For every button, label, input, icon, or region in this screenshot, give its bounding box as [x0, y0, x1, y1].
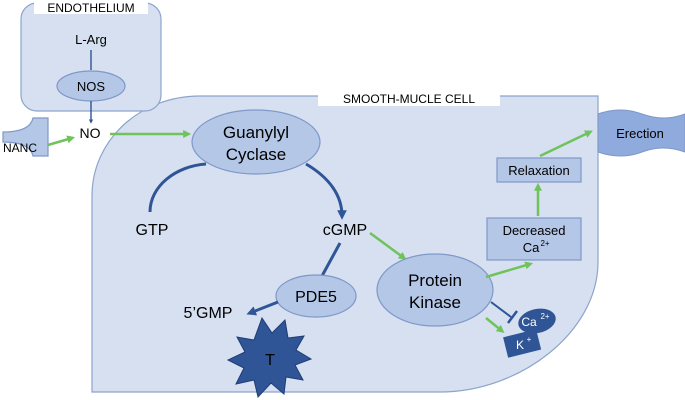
protein-kinase-label-line1: Protein	[408, 271, 462, 290]
k-channel-label: K	[516, 338, 524, 352]
t-label: T	[265, 352, 275, 369]
relaxation-label: Relaxation	[508, 163, 569, 178]
ca-channel-superscript: 2+	[540, 312, 549, 321]
k-channel-node	[503, 329, 542, 358]
nanc-label: NANC	[3, 141, 37, 155]
smooth-muscle-cell-label: SMOOTH-MUCLE CELL	[343, 92, 475, 106]
inhibition-bar	[507, 310, 518, 324]
pde5-label: PDE5	[295, 289, 337, 306]
guanylyl-cyclase-node	[191, 109, 321, 175]
cgmp-to-protein-kinase-arrow	[369, 231, 407, 260]
decreased-ca-box	[486, 217, 582, 261]
relaxation-to-erection-arrow	[539, 130, 593, 158]
pde5-to-5gmp-arrow	[246, 300, 279, 316]
gtp-to-cgmp-curve	[148, 162, 342, 216]
erection-banner	[597, 109, 685, 157]
l-arg-label: L-Arg	[75, 32, 107, 47]
ca-channel-label: Ca	[521, 315, 537, 329]
nanc-nerve-terminal	[2, 117, 49, 157]
five-gmp-label: 5’GMP	[184, 305, 233, 322]
k-channel-superscript: +	[527, 335, 532, 344]
protein-kinase-inhibits-ca-line	[490, 301, 512, 318]
protein-kinase-to-decreased-arrow	[485, 261, 534, 279]
no-label: NO	[80, 125, 101, 141]
decreased-label: Decreased	[503, 223, 566, 238]
guanylyl-cyclase-label-line2: Cyclase	[226, 145, 286, 164]
cgmp-label: cGMP	[323, 222, 367, 239]
protein-kinase-label-line2: Kinase	[409, 293, 461, 312]
endothelium-label: ENDOTHELIUM	[47, 1, 134, 15]
protein-kinase-node	[376, 253, 494, 327]
protein-kinase-to-k-arrow	[485, 317, 505, 334]
ca-channel-node	[518, 308, 556, 334]
pde5-node	[275, 274, 357, 318]
decreased-ca-superscript: 2+	[540, 239, 549, 248]
erection-label: Erection	[616, 126, 664, 141]
relaxation-box	[496, 157, 582, 183]
gtp-label: GTP	[136, 222, 169, 239]
decreased-ca-label: Ca	[523, 240, 540, 255]
smooth-muscle-cell-label-bg	[318, 88, 500, 106]
guanylyl-cyclase-label-line1: Guanylyl	[223, 123, 289, 142]
nanc-to-no-arrow	[47, 135, 76, 147]
cgmp-to-pde5-line	[320, 242, 342, 277]
t-starburst-shape	[226, 316, 313, 399]
nos-label: NOS	[77, 79, 106, 94]
endothelium-label-bg	[34, 0, 148, 14]
